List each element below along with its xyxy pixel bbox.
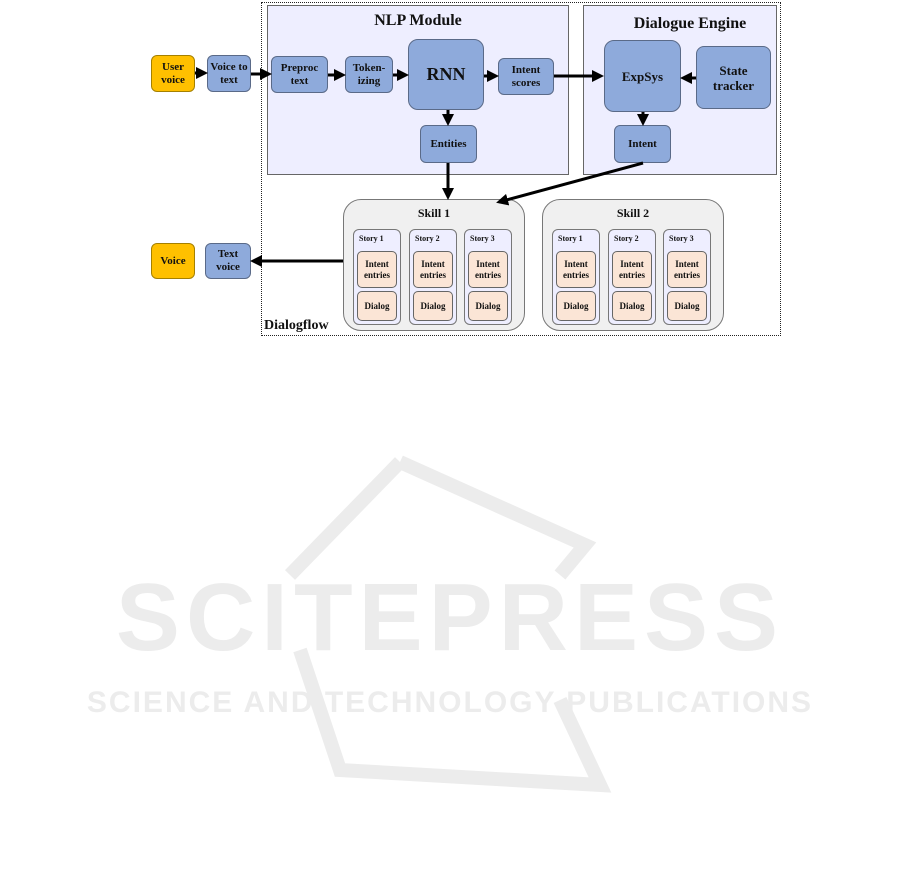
dialog-box: Dialog: [667, 291, 707, 321]
intent-entries-box: Intent entries: [612, 251, 652, 288]
rnn-node: RNN: [408, 39, 484, 110]
story-3: Story 3 Intent entries Dialog: [464, 229, 512, 325]
dialog-box: Dialog: [468, 291, 508, 321]
skill-title: Skill 1: [417, 206, 451, 220]
nlp-module-title: NLP Module: [374, 12, 462, 29]
story-title: Story 3: [669, 234, 694, 243]
intent-entries-box: Intent entries: [413, 251, 453, 288]
svg-text:SCITEPRESS: SCITEPRESS: [116, 564, 784, 671]
tokenizing-node: Token-izing: [345, 56, 393, 93]
story-3: Story 3 Intent entries Dialog: [663, 229, 711, 325]
dialog-box: Dialog: [357, 291, 397, 321]
skill-title: Skill 2: [616, 206, 650, 220]
story-title: Story 3: [470, 234, 495, 243]
state-tracker-node: State tracker: [696, 46, 771, 109]
story-title: Story 2: [614, 234, 639, 243]
entities-node: Entities: [420, 125, 477, 163]
story-1: Story 1 Intent entries Dialog: [353, 229, 401, 325]
story-1: Story 1 Intent entries Dialog: [552, 229, 600, 325]
dialogflow-container: [261, 2, 781, 336]
intent-entries-box: Intent entries: [468, 251, 508, 288]
dialog-box: Dialog: [413, 291, 453, 321]
arrow-intent-to-skill: [496, 161, 644, 206]
story-title: Story 2: [415, 234, 440, 243]
voice-to-text-node: Voice to text: [207, 55, 251, 92]
voice-output-node: Voice: [151, 243, 195, 279]
dialogue-engine-title: Dialogue Engine: [633, 15, 747, 32]
dialog-box: Dialog: [556, 291, 596, 321]
skill-1: Skill 1 Story 1 Intent entries Dialog St…: [343, 199, 525, 331]
intent-entries-box: Intent entries: [556, 251, 596, 288]
dialogflow-label: Dialogflow: [264, 318, 329, 333]
preproc-text-node: Preproc text: [271, 56, 328, 93]
svg-text:SCIENCE AND TECHNOLOGY PUBLICA: SCIENCE AND TECHNOLOGY PUBLICATIONS: [87, 686, 813, 719]
dialog-box: Dialog: [612, 291, 652, 321]
text-voice-node: Text voice: [205, 243, 251, 279]
story-2: Story 2 Intent entries Dialog: [409, 229, 457, 325]
user-voice-node: User voice: [151, 55, 195, 92]
intent-entries-box: Intent entries: [357, 251, 397, 288]
skill-2: Skill 2 Story 1 Intent entries Dialog St…: [542, 199, 724, 331]
story-title: Story 1: [359, 234, 384, 243]
story-title: Story 1: [558, 234, 583, 243]
expsys-node: ExpSys: [604, 40, 681, 112]
story-2: Story 2 Intent entries Dialog: [608, 229, 656, 325]
intent-entries-box: Intent entries: [667, 251, 707, 288]
